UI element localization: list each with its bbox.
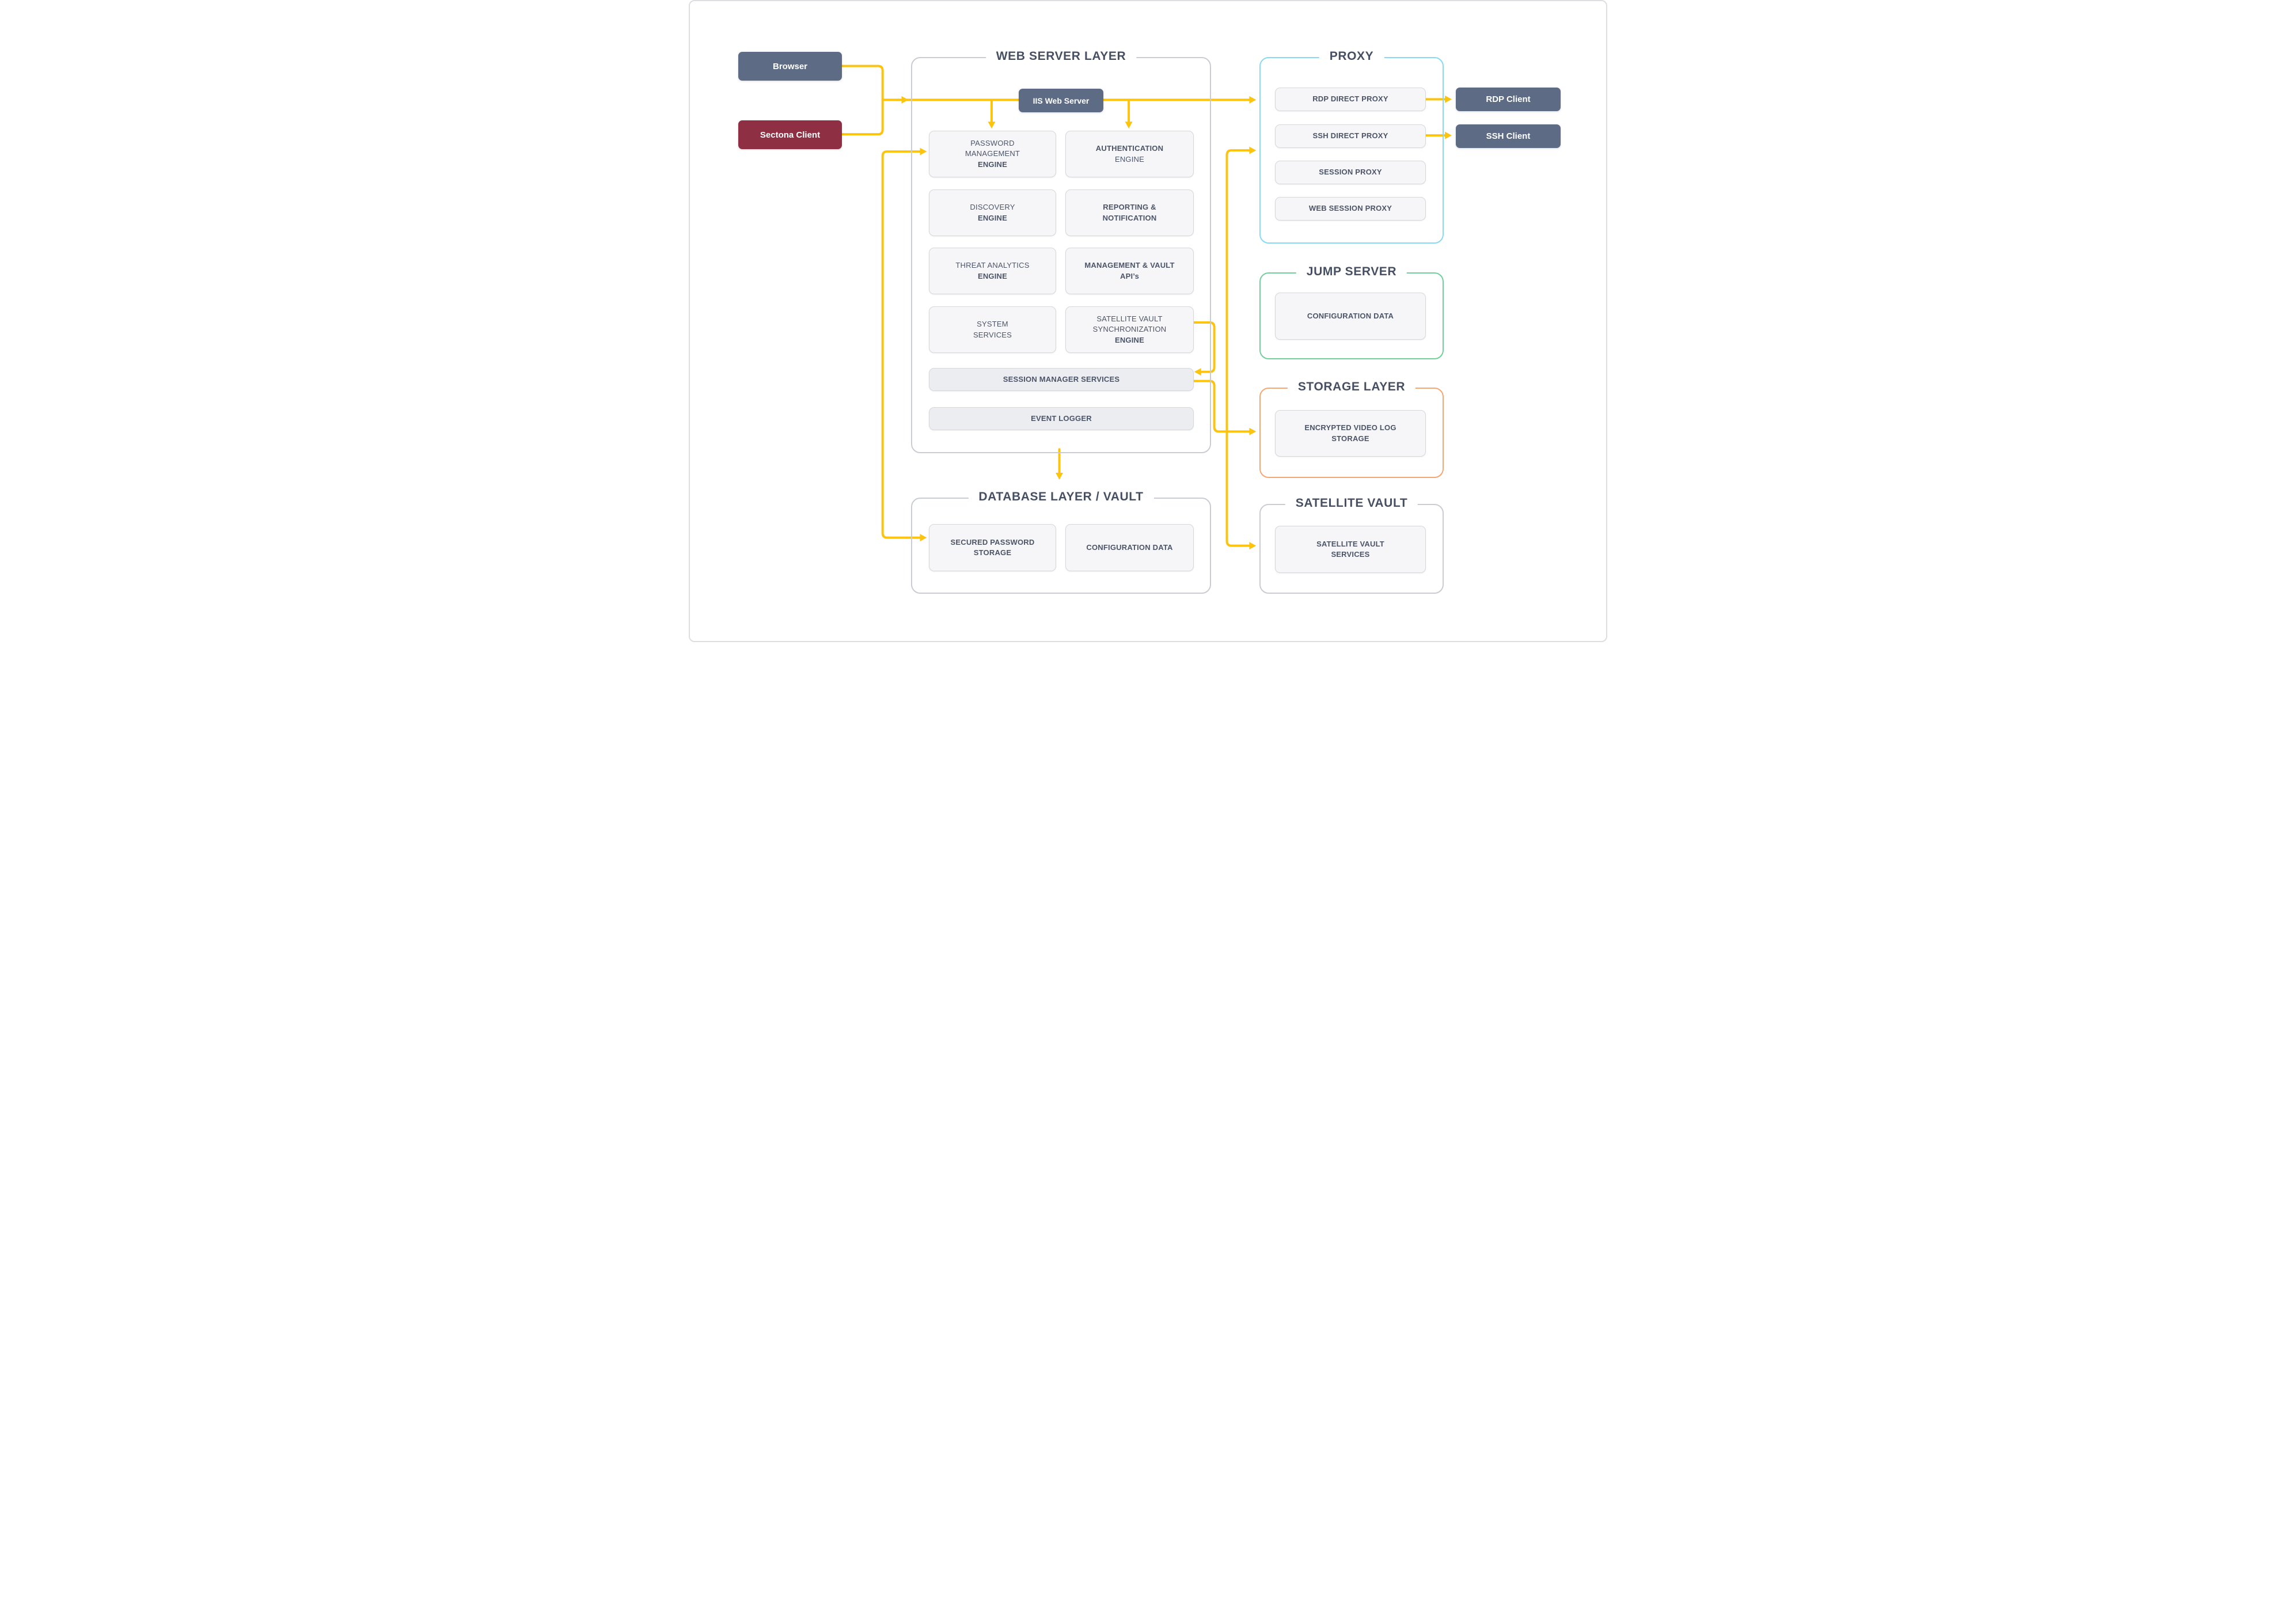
node-web-session-proxy: WEB SESSION PROXY bbox=[1275, 197, 1426, 221]
container-satellite-vault: SATELLITE VAULT bbox=[1259, 496, 1444, 594]
edge-bus-proxy-satvault bbox=[1225, 149, 1251, 547]
node-label-line: REPORTING & bbox=[1103, 203, 1156, 212]
node-session-manager-services-label: SESSION MANAGER SERVICES bbox=[1003, 374, 1120, 384]
node-browser: Browser bbox=[738, 52, 842, 81]
node-label-line: SATELLITE VAULT bbox=[1096, 314, 1163, 324]
node-label-line: MANAGEMENT bbox=[965, 149, 1020, 158]
connector-lines bbox=[840, 64, 1452, 550]
node-label-line: SYSTEM bbox=[977, 320, 1008, 329]
node-iis-web-server: IIS Web Server bbox=[1019, 89, 1103, 112]
node-label-line: SYNCHRONIZATION bbox=[1092, 325, 1167, 334]
arrowhead-into-satvault bbox=[1249, 542, 1257, 550]
arrowhead-into-pme-top bbox=[988, 122, 996, 129]
node-satellite-vault-services: SATELLITE VAULT SERVICES bbox=[1275, 526, 1426, 573]
node-label-line: ENGINE bbox=[977, 271, 1008, 280]
arrowhead-into-sshclient bbox=[1445, 131, 1452, 139]
node-label-line: PASSWORD bbox=[970, 139, 1015, 148]
arrowheads bbox=[901, 95, 1452, 550]
node-label-line: ENGINE bbox=[1114, 335, 1145, 344]
container-jump-server-title: JUMP SERVER bbox=[1296, 265, 1407, 279]
arrowhead-into-securedpwd bbox=[920, 534, 927, 542]
node-label-line: MANAGEMENT & VAULT bbox=[1084, 261, 1175, 270]
arrowhead-into-sms bbox=[1194, 368, 1201, 376]
node-event-logger-label: EVENT LOGGER bbox=[1031, 413, 1092, 423]
node-management-vault-apis: MANAGEMENT & VAULT API’s bbox=[1065, 248, 1194, 294]
node-rdp-client: RDP Client bbox=[1456, 88, 1561, 111]
node-ssh-client-label: SSH Client bbox=[1486, 131, 1531, 141]
node-label-line: THREAT ANALYTICS bbox=[955, 261, 1030, 270]
container-database-layer-vault-title: DATABASE LAYER / VAULT bbox=[968, 490, 1154, 504]
edge-sms-to-storage bbox=[1191, 380, 1251, 433]
node-secured-password-storage: SECURED PASSWORD STORAGE bbox=[929, 524, 1056, 571]
node-sectona-client: Sectona Client bbox=[738, 120, 842, 149]
node-discovery-engine: DISCOVERY ENGINE bbox=[929, 189, 1056, 236]
node-label-line: ENGINE bbox=[977, 213, 1008, 222]
node-session-manager-services: SESSION MANAGER SERVICES bbox=[929, 368, 1194, 391]
node-browser-label: Browser bbox=[772, 61, 808, 71]
container-storage-layer: STORAGE LAYER bbox=[1259, 380, 1444, 478]
node-label-line: SERVICES bbox=[973, 330, 1012, 339]
node-encrypted-video-log-storage: ENCRYPTED VIDEO LOG STORAGE bbox=[1275, 410, 1426, 457]
edge-satsync-to-sms bbox=[1191, 321, 1216, 373]
architecture-diagram: Browser Sectona Client WEB SERVER LAYER … bbox=[689, 0, 1607, 642]
node-event-logger: EVENT LOGGER bbox=[929, 407, 1194, 430]
node-label-line: SERVICES bbox=[1331, 550, 1370, 559]
node-session-proxy-label: SESSION PROXY bbox=[1319, 168, 1382, 177]
node-ssh-client: SSH Client bbox=[1456, 124, 1561, 148]
node-label-line: STORAGE bbox=[1331, 434, 1369, 443]
node-rdp-direct-proxy-label: RDP DIRECT PROXY bbox=[1312, 94, 1388, 104]
node-threat-analytics-engine: THREAT ANALYTICS ENGINE bbox=[929, 248, 1056, 294]
node-label-line: DISCOVERY bbox=[970, 203, 1015, 212]
arrowhead-into-rdpclient bbox=[1445, 95, 1452, 103]
node-label-line: AUTHENTICATION bbox=[1095, 144, 1164, 153]
node-jump-configuration-data: CONFIGURATION DATA bbox=[1275, 293, 1426, 340]
arrowhead-into-proxy-top bbox=[1249, 96, 1257, 104]
node-session-proxy: SESSION PROXY bbox=[1275, 161, 1426, 184]
edge-bus-pme-securedpwd bbox=[881, 150, 922, 539]
container-proxy-title: PROXY bbox=[1319, 50, 1384, 63]
node-label-line: NOTIFICATION bbox=[1102, 213, 1157, 222]
node-iis-web-server-label: IIS Web Server bbox=[1033, 96, 1090, 105]
container-satellite-vault-title: SATELLITE VAULT bbox=[1285, 496, 1418, 510]
node-ssh-direct-proxy: SSH DIRECT PROXY bbox=[1275, 124, 1426, 148]
node-reporting-notification: REPORTING & NOTIFICATION bbox=[1065, 189, 1194, 236]
container-jump-server: JUMP SERVER bbox=[1259, 265, 1444, 359]
node-rdp-client-label: RDP Client bbox=[1486, 94, 1531, 104]
node-satellite-vault-sync-engine: SATELLITE VAULT SYNCHRONIZATION ENGINE bbox=[1065, 306, 1194, 353]
node-label-line: API’s bbox=[1119, 271, 1140, 280]
node-label-line: SECURED PASSWORD bbox=[950, 537, 1035, 547]
node-db-configuration-data: CONFIGURATION DATA bbox=[1065, 524, 1194, 571]
arrowhead-into-proxy-mid bbox=[1249, 146, 1257, 154]
node-system-services: SYSTEM SERVICES bbox=[929, 306, 1056, 353]
node-web-session-proxy-label: WEB SESSION PROXY bbox=[1308, 204, 1392, 213]
node-password-management-engine: PASSWORD MANAGEMENT ENGINE bbox=[929, 131, 1056, 177]
container-web-server-layer-title: WEB SERVER LAYER bbox=[985, 50, 1137, 63]
container-storage-layer-title: STORAGE LAYER bbox=[1287, 380, 1416, 394]
arrowhead-into-auth-top bbox=[1125, 122, 1133, 129]
edge-browser-sectona-junction bbox=[840, 64, 884, 136]
arrowhead-into-pme-left bbox=[920, 147, 927, 155]
node-sectona-client-label: Sectona Client bbox=[760, 130, 821, 140]
node-label-line: STORAGE bbox=[973, 548, 1012, 557]
node-label-line: SATELLITE VAULT bbox=[1316, 539, 1384, 548]
arrowhead-into-storage bbox=[1249, 427, 1257, 435]
node-rdp-direct-proxy: RDP DIRECT PROXY bbox=[1275, 88, 1426, 111]
node-jump-configuration-data-label: CONFIGURATION DATA bbox=[1307, 311, 1394, 320]
arrowhead-into-web-layer bbox=[901, 96, 909, 104]
node-label-line: ENGINE bbox=[1114, 154, 1145, 164]
node-label-line: ENGINE bbox=[977, 160, 1008, 169]
node-label-line: ENCRYPTED VIDEO LOG bbox=[1304, 423, 1396, 432]
node-db-configuration-data-label: CONFIGURATION DATA bbox=[1086, 542, 1173, 552]
container-database-layer-vault: DATABASE LAYER / VAULT bbox=[911, 490, 1211, 594]
node-authentication-engine: AUTHENTICATION ENGINE bbox=[1065, 131, 1194, 177]
node-ssh-direct-proxy-label: SSH DIRECT PROXY bbox=[1312, 131, 1388, 141]
container-proxy: PROXY bbox=[1259, 50, 1444, 244]
arrowhead-into-database bbox=[1056, 473, 1064, 480]
container-web-server-layer: WEB SERVER LAYER bbox=[911, 50, 1211, 453]
